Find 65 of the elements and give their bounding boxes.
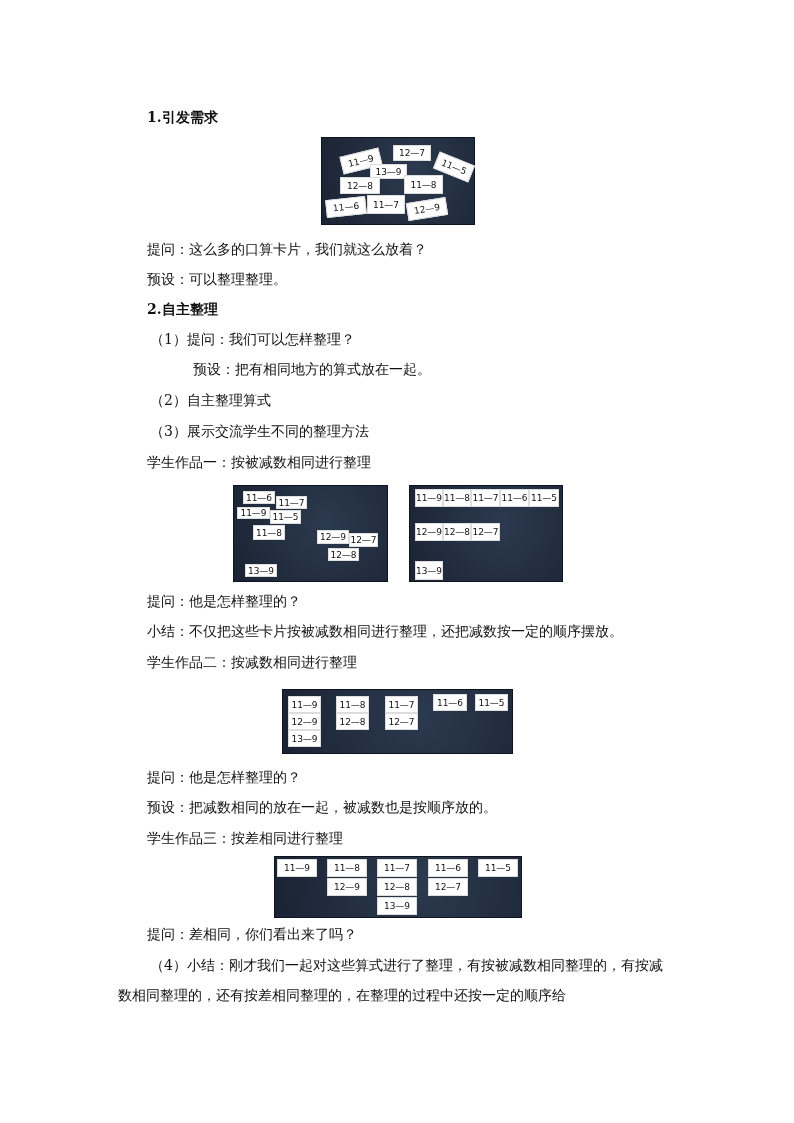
question-text: 提问：他是怎样整理的？ xyxy=(147,592,301,610)
answer-text: 预设：可以整理整理。 xyxy=(147,270,287,288)
number-card: 11—5 xyxy=(478,859,518,877)
number-card: 12—8 xyxy=(340,177,380,194)
number-card: 12—7 xyxy=(428,878,468,896)
number-card: 11—8 xyxy=(443,489,471,507)
number-card: 13—9 xyxy=(377,897,417,915)
work-caption: 学生作品一：按被减数相同进行整理 xyxy=(147,453,371,471)
number-card: 11—6 xyxy=(433,694,467,711)
number-card: 12—7 xyxy=(471,523,500,541)
number-card: 13—9 xyxy=(370,164,407,179)
number-card: 13—9 xyxy=(415,561,443,580)
number-card: 11—5 xyxy=(475,694,508,711)
number-card: 11—6 xyxy=(428,859,468,877)
number-card: 12—8 xyxy=(377,878,417,896)
step-text: （2）自主整理算式 xyxy=(150,391,271,409)
number-card: 11—7 xyxy=(276,496,307,509)
number-card: 12—7 xyxy=(385,713,418,730)
number-card: 11—9 xyxy=(237,507,270,519)
number-card: 11—7 xyxy=(385,696,418,713)
summary-text: 小结：不仅把这些卡片按被减数相同进行整理，还把减数按一定的顺序摆放。 xyxy=(147,622,623,640)
board-photo xyxy=(282,689,513,754)
number-card: 12—8 xyxy=(328,548,359,561)
board-photo xyxy=(409,485,563,582)
number-card: 11—6 xyxy=(500,489,529,507)
number-card: 11—8 xyxy=(327,859,367,877)
number-card: 12—7 xyxy=(393,145,431,161)
number-card: 12—8 xyxy=(443,523,471,541)
number-card: 11—9 xyxy=(415,489,443,507)
answer-text: 预设：把有相同地方的算式放在一起。 xyxy=(193,360,431,378)
question-text: 提问：他是怎样整理的？ xyxy=(147,768,301,786)
number-card: 11—9 xyxy=(288,696,321,713)
number-card: 11—7 xyxy=(471,489,500,507)
step-text: （3）展示交流学生不同的整理方法 xyxy=(150,422,369,440)
number-card: 12—7 xyxy=(349,533,378,547)
section-heading: 1.引发需求 xyxy=(147,108,218,126)
work-caption: 学生作品二：按减数相同进行整理 xyxy=(147,653,357,671)
question-text: （1）提问：我们可以怎样整理？ xyxy=(150,330,355,348)
number-card: 11—6 xyxy=(325,195,367,219)
board-photo xyxy=(233,485,388,582)
number-card: 11—5 xyxy=(529,489,559,507)
work-caption: 学生作品三：按差相同进行整理 xyxy=(147,829,343,847)
number-card: 11—6 xyxy=(243,491,275,504)
section-heading: 2.自主整理 xyxy=(147,300,218,318)
number-card: 12—9 xyxy=(415,523,443,541)
answer-text: 预设：把减数相同的放在一起，被减数也是按顺序放的。 xyxy=(147,798,497,816)
question-text: 提问：这么多的口算卡片，我们就这么放着？ xyxy=(147,240,427,258)
number-card: 11—8 xyxy=(404,175,443,194)
number-card: 12—8 xyxy=(336,713,369,730)
board-photo xyxy=(321,137,475,225)
number-card: 11—9 xyxy=(277,859,317,877)
number-card: 11—7 xyxy=(367,195,405,214)
number-card: 12—9 xyxy=(327,878,367,896)
board-photo xyxy=(274,856,522,918)
number-card: 12—9 xyxy=(317,530,349,544)
number-card: 11—5 xyxy=(270,510,301,524)
summary-paragraph: （4）小结：刚才我们一起对这些算式进行了整理，有按被减数相同整理的，有按减数相同整理的，还有按差相同整理的，在整理的过程中还按一定的顺序给 xyxy=(118,956,663,1005)
number-card: 11—7 xyxy=(377,859,417,877)
number-card: 13—9 xyxy=(288,730,321,747)
question-text: 提问：差相同，你们看出来了吗？ xyxy=(147,925,357,943)
number-card: 11—8 xyxy=(336,696,369,713)
number-card: 12—9 xyxy=(288,713,321,730)
number-card: 11—8 xyxy=(253,525,285,540)
number-card: 12—9 xyxy=(405,197,449,221)
number-card: 13—9 xyxy=(245,564,277,577)
